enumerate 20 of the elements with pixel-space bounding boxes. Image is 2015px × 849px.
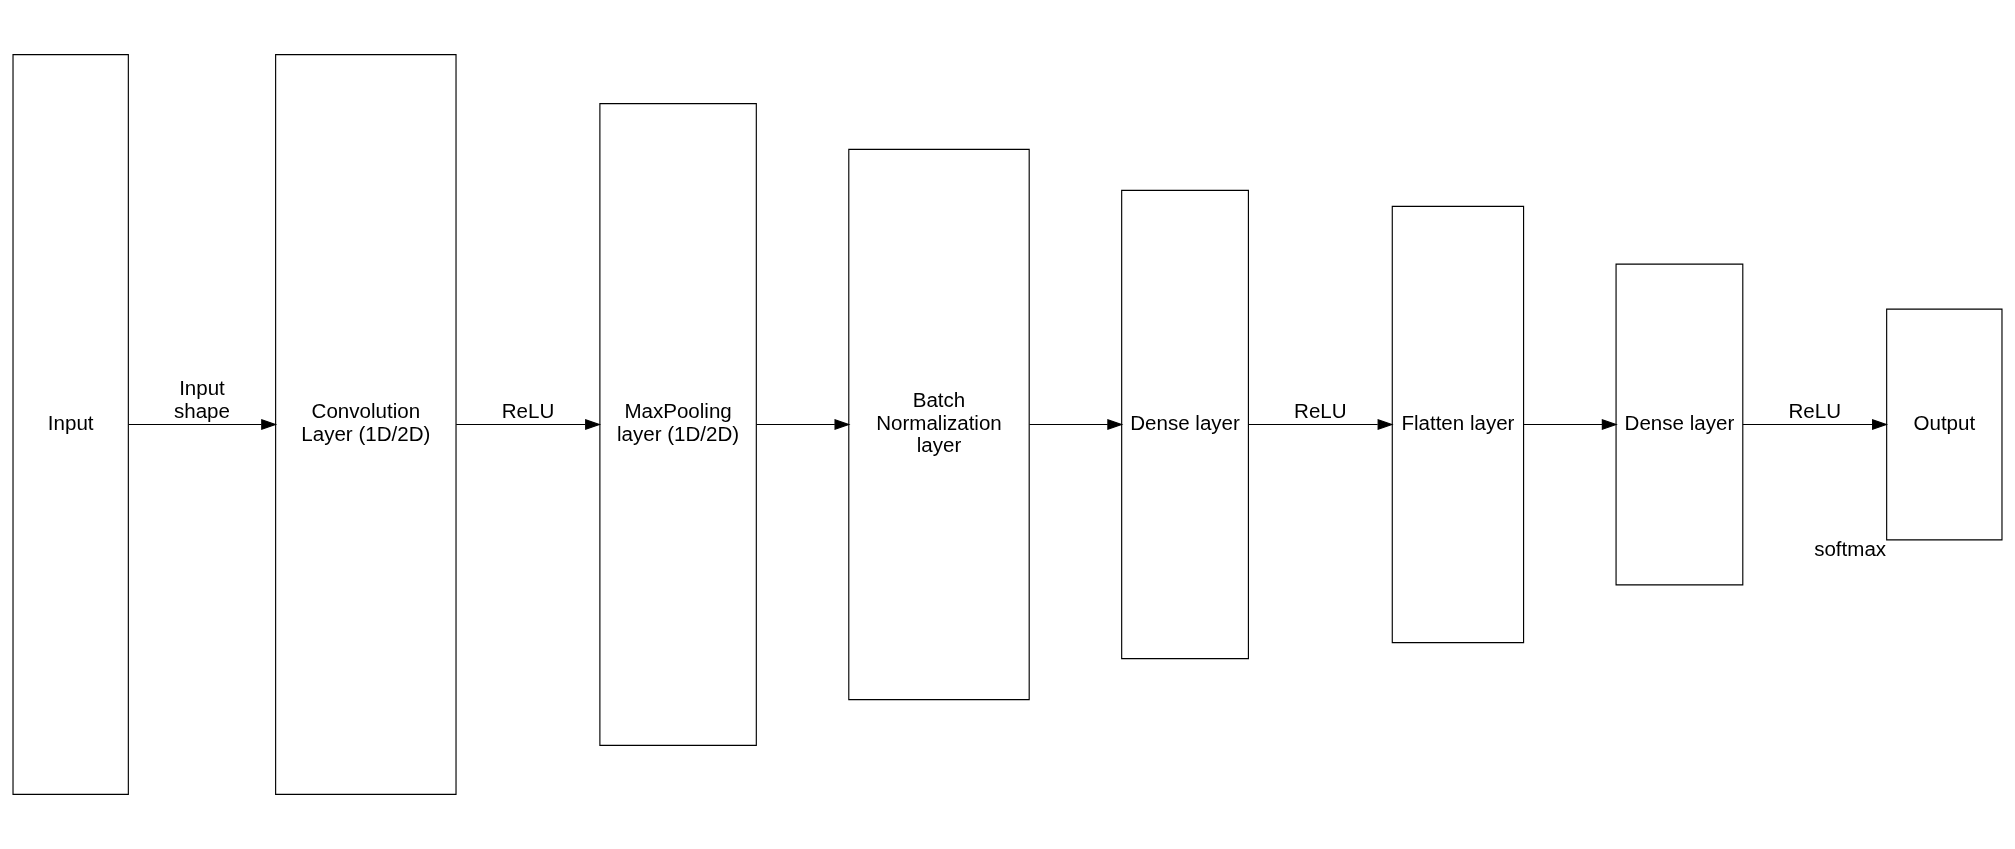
edge-label: ReLU: [1294, 399, 1347, 423]
node-box: Dense layer: [1121, 189, 1249, 660]
node-label: softmax: [1814, 537, 1887, 561]
arrow: [1523, 418, 1618, 431]
arrow: [1248, 418, 1394, 431]
node-box: MaxPooling layer (1D/2D): [599, 103, 757, 746]
node-box: Batch Normalization layer: [848, 148, 1030, 701]
node-box: Convolution Layer (1D/2D): [275, 54, 457, 795]
node-box: Output: [1886, 308, 2003, 541]
arrow: [1742, 418, 1889, 431]
node-box: Dense layer: [1615, 263, 1744, 586]
edge-label: ReLU: [501, 399, 555, 423]
arrow: [1028, 418, 1124, 431]
node-box: Input: [12, 54, 129, 795]
arrow: [128, 418, 278, 431]
arrow: [755, 418, 851, 431]
arrow: [455, 418, 602, 431]
edge-label: ReLU: [1788, 399, 1841, 423]
node-box: Flatten layer: [1391, 205, 1525, 644]
edge-label: Input shape: [173, 376, 230, 423]
